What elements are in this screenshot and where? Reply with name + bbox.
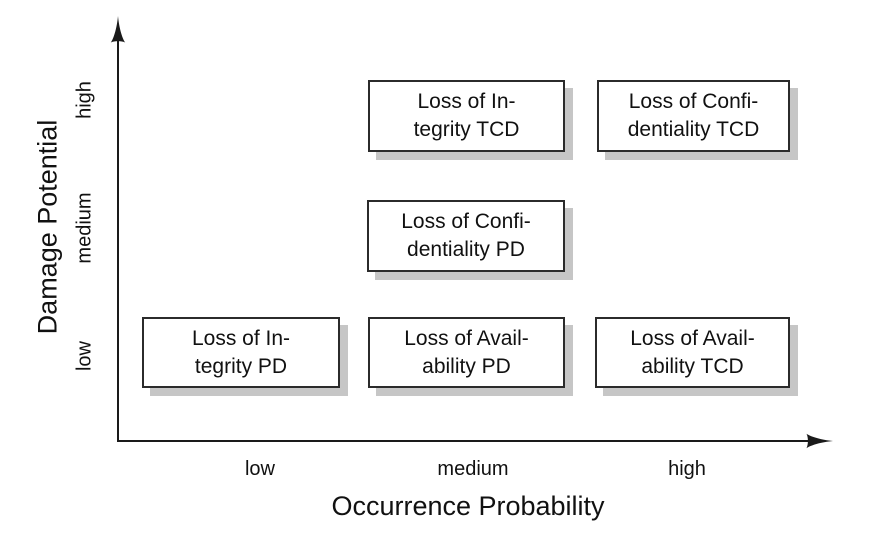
box-label-line: Loss of In- xyxy=(417,90,516,113)
x-tick-high: high xyxy=(668,458,706,480)
matrix-box-loss-of-availability-tcd: Loss of Avail- ability TCD xyxy=(595,317,790,388)
box-label-line: Loss of Avail- xyxy=(404,326,529,350)
matrix-box-loss-of-availability-pd: Loss of Avail- ability PD xyxy=(368,317,565,388)
y-axis-arrowhead-icon xyxy=(110,16,126,43)
box-label-line: dentiality TCD xyxy=(627,118,760,141)
x-tick-low: low xyxy=(244,458,276,480)
matrix-box-loss-of-integrity-pd: Loss of In- tegrity PD xyxy=(142,317,340,388)
box-label-line: Loss of Avail- xyxy=(630,326,755,350)
box-label-line: ability PD xyxy=(422,354,511,378)
box-label-line: Loss of Confi- xyxy=(401,210,531,233)
matrix-box-loss-of-confidentiality-tcd: Loss of Confi- dentiality TCD xyxy=(597,80,790,152)
matrix-box-loss-of-integrity-tcd: Loss of In- tegrity TCD xyxy=(368,80,565,152)
y-tick-high: high xyxy=(73,81,96,119)
y-axis-label: Damage Potential xyxy=(32,119,63,335)
y-tick-medium: medium xyxy=(73,192,96,264)
box-label-line: Loss of In- xyxy=(191,326,291,350)
y-tick-low: low xyxy=(73,340,96,372)
box-label-line: tegrity TCD xyxy=(413,118,520,141)
x-axis-label: Occurrence Probability xyxy=(331,491,605,521)
x-tick-medium: medium xyxy=(437,458,509,480)
x-axis-arrowhead-icon xyxy=(806,433,833,449)
box-label-line: ability TCD xyxy=(641,354,744,378)
matrix-box-loss-of-confidentiality-pd: Loss of Confi- dentiality PD xyxy=(367,200,565,272)
box-label-line: Loss of Confi- xyxy=(628,90,759,113)
box-label-line: tegrity PD xyxy=(194,354,288,378)
box-label-line: dentiality PD xyxy=(407,238,525,261)
